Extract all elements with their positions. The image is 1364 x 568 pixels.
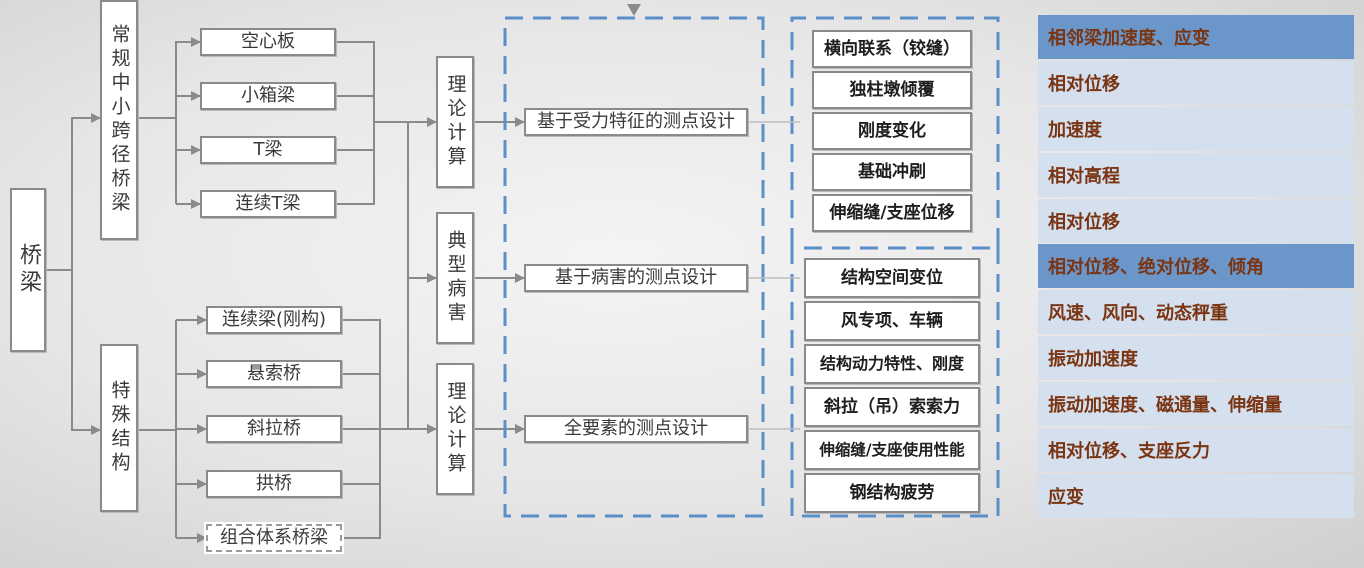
measurement-row: 相对位移 xyxy=(1038,199,1354,243)
bridge-type-item: 小箱梁 xyxy=(200,82,336,110)
monitor-item: 独柱墩倾覆 xyxy=(812,71,972,109)
analysis-node: 典型病害 xyxy=(436,212,474,344)
design-method: 基于病害的测点设计 xyxy=(524,264,748,292)
bridge-type-item: 斜拉桥 xyxy=(206,415,342,443)
monitor-item: 伸缩缝/支座位移 xyxy=(812,194,972,232)
measurement-row: 振动加速度 xyxy=(1038,336,1354,380)
measurement-row: 加速度 xyxy=(1038,107,1354,151)
bridge-type-item: 空心板 xyxy=(200,28,336,56)
monitor-item: 伸缩缝/支座使用性能 xyxy=(804,430,980,470)
measurement-row: 振动加速度、磁通量、伸缩量 xyxy=(1038,382,1354,426)
bridge-type-item: 连续T梁 xyxy=(200,190,336,218)
analysis-node: 理论计算 xyxy=(436,56,474,188)
measurement-row: 风速、风向、动态秤重 xyxy=(1038,290,1354,334)
monitor-item: 基础冲刷 xyxy=(812,153,972,191)
category-special: 特殊结构 xyxy=(100,344,138,512)
monitor-item: 刚度变化 xyxy=(812,112,972,150)
measurement-row: 相对位移、支座反力 xyxy=(1038,428,1354,472)
monitor-item: 横向联系（铰缝） xyxy=(812,30,972,68)
measurement-row: 相对位移、绝对位移、倾角 xyxy=(1038,244,1354,288)
measurement-row: 相对位移 xyxy=(1038,61,1354,105)
monitor-item: 结构动力特性、刚度 xyxy=(804,344,980,384)
bridge-type-item: 连续梁(刚构) xyxy=(206,306,342,334)
monitor-item: 结构空间变位 xyxy=(804,258,980,298)
analysis-node: 理论计算 xyxy=(436,363,474,495)
monitor-item: 斜拉（吊）索索力 xyxy=(804,387,980,427)
bridge-type-item-composite: 组合体系桥梁 xyxy=(206,524,342,552)
category-regular: 常规中小跨径桥梁 xyxy=(100,0,138,240)
monitor-item: 风专项、车辆 xyxy=(804,301,980,341)
monitor-item: 钢结构疲劳 xyxy=(804,473,980,513)
measurement-row: 相对高程 xyxy=(1038,153,1354,197)
design-method: 基于受力特征的测点设计 xyxy=(524,108,748,136)
root-node: 桥梁 xyxy=(10,188,46,352)
bridge-type-item: T梁 xyxy=(200,136,336,164)
measurement-row: 相邻梁加速度、应变 xyxy=(1038,15,1354,59)
design-method: 全要素的测点设计 xyxy=(524,415,748,443)
measurement-row: 应变 xyxy=(1038,474,1354,518)
bridge-type-item: 拱桥 xyxy=(206,470,342,498)
bridge-type-item: 悬索桥 xyxy=(206,360,342,388)
